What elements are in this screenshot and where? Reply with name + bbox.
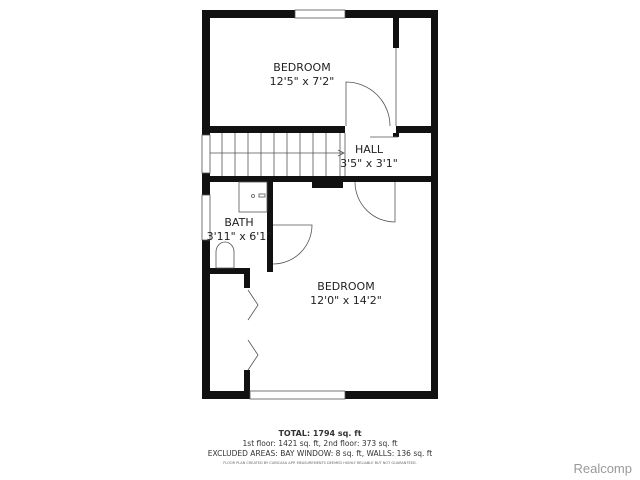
room-size: 3'5" x 3'1": [340, 157, 398, 170]
stairs: [210, 133, 345, 176]
room-label-bath: BATH 3'11" x 6'1": [207, 216, 272, 244]
toilet: [215, 241, 235, 269]
window-left-stairs: [201, 134, 211, 174]
excluded-areas: EXCLUDED AREAS: BAY WINDOW: 8 sq. ft, WA…: [207, 449, 433, 458]
floor-areas: 1st floor: 1421 sq. ft, 2nd floor: 373 s…: [242, 439, 398, 448]
room-label-hall: HALL 3'5" x 3'1": [340, 143, 398, 171]
room-label-bedroom-upper: BEDROOM 12'5" x 7'2": [270, 61, 335, 89]
window-left-bath: [201, 194, 211, 241]
room-size: 3'11" x 6'1": [206, 230, 272, 243]
room-size: 12'0" x 14'2": [310, 294, 382, 307]
window-bottom: [249, 390, 346, 400]
doors: [247, 48, 398, 371]
watermark: Realcomp: [573, 461, 632, 476]
room-name: BEDROOM: [273, 61, 331, 74]
disclaimer: FLOOR PLAN CREATED BY CUBICASA APP. MEAS…: [223, 461, 417, 465]
room-size: 12'5" x 7'2": [269, 75, 335, 88]
room-label-bedroom-lower: BEDROOM 12'0" x 14'2": [310, 280, 382, 308]
total-area: TOTAL: 1794 sq. ft: [278, 429, 362, 438]
room-name: HALL: [354, 143, 384, 156]
shower: [238, 181, 268, 213]
room-name: BEDROOM: [317, 280, 375, 293]
area-summary: TOTAL: 1794 sq. ft 1st floor: 1421 sq. f…: [208, 429, 432, 467]
bath-fixtures: [215, 181, 268, 269]
windows: [201, 9, 346, 400]
window-top: [294, 9, 346, 19]
room-name: BATH: [224, 216, 254, 229]
